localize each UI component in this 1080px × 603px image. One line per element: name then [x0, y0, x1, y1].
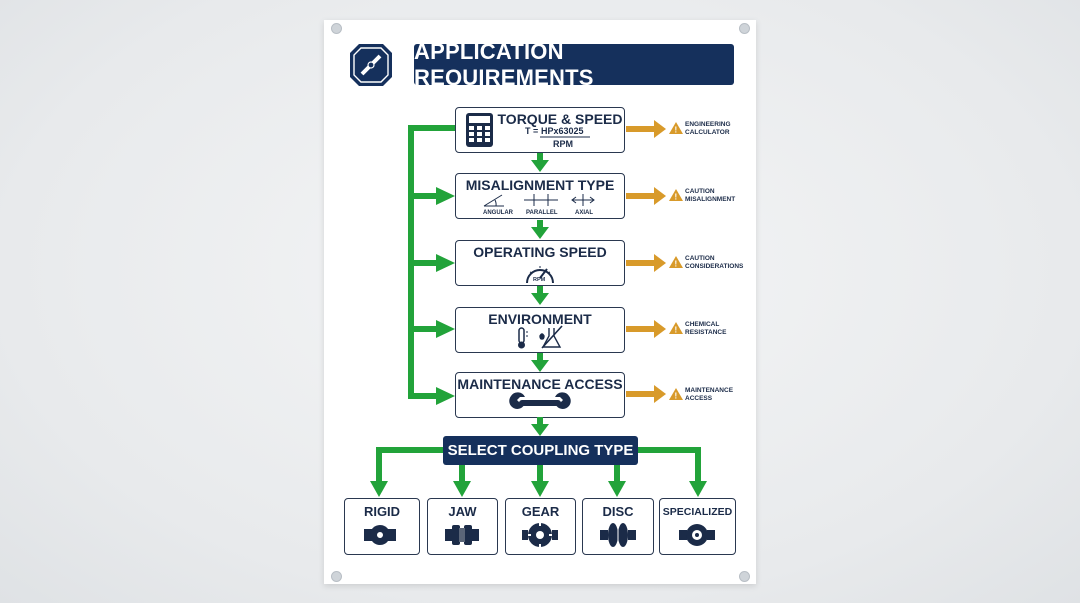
step-environment: ENVIRONMENT — [455, 307, 625, 353]
coupling-specialized: SPECIALIZED — [659, 498, 736, 555]
calculator-icon — [466, 113, 493, 147]
svg-text:!: ! — [675, 392, 678, 401]
label-angular: ANGULAR — [483, 210, 513, 216]
coupling-label: DISC — [602, 504, 634, 519]
tack-bottom-right — [739, 571, 750, 582]
step-misalignment-type: MISALIGNMENT TYPE — [455, 173, 625, 219]
select-coupling-type: SELECT COUPLING TYPE — [443, 436, 638, 465]
tack-top-right — [739, 23, 750, 34]
step-operating-speed: OPERATING SPEED — [455, 240, 625, 286]
coupling-label: RIGID — [363, 504, 401, 519]
axial-icon — [571, 194, 595, 206]
formula-denominator: RPM — [553, 139, 573, 149]
thermometer-icon — [518, 327, 528, 349]
page-title: APPLICATION REQUIREMENTS — [414, 39, 734, 90]
note-maintenance-access: MAINTENANCE ACCESS — [685, 387, 734, 402]
formula-lhs: T = — [525, 126, 539, 136]
step-title: ENVIRONMENT — [488, 311, 592, 327]
note-caution-considerations: CAUTION CONSIDERATIONS — [685, 255, 744, 270]
tack-top-left — [331, 23, 342, 34]
coupling-icon — [364, 523, 715, 547]
torque-formula: T = — [525, 126, 538, 136]
label-parallel: PARALLEL — [526, 210, 558, 216]
tack-bottom-left — [331, 571, 342, 582]
gauge-label: RPM — [533, 277, 546, 283]
coupling-label: GEAR — [521, 504, 560, 519]
coupling-jaw: JAW — [427, 498, 498, 555]
step-title: MAINTENANCE ACCESS — [457, 376, 623, 392]
svg-text:!: ! — [675, 126, 678, 135]
svg-text:!: ! — [675, 193, 678, 202]
parallel-icon — [524, 194, 558, 206]
step-title: OPERATING SPEED — [473, 244, 607, 260]
chemical-icon — [539, 325, 563, 349]
warning-icon — [669, 122, 683, 400]
logo-icon — [350, 44, 392, 86]
step-title: MISALIGNMENT TYPE — [465, 177, 615, 193]
svg-text:!: ! — [675, 326, 678, 335]
coupling-label: SPECIALIZED — [662, 506, 733, 518]
wrench-icon — [509, 392, 571, 409]
formula-numerator: HPx63025 — [541, 126, 584, 136]
svg-text:!: ! — [675, 260, 678, 269]
step-title: TORQUE & SPEED — [497, 111, 623, 127]
gauge-icon — [526, 266, 554, 284]
coupling-label: JAW — [448, 504, 477, 519]
note-engineering-calculator: ENGINEERING CALCULATOR — [685, 121, 731, 136]
label-axial: AXIAL — [575, 210, 593, 216]
note-caution-misalignment: CAUTION MISALIGNMENT — [685, 188, 736, 203]
note-chemical-resistance: CHEMICAL RESISTANCE — [685, 321, 727, 336]
angular-icon — [483, 194, 504, 207]
